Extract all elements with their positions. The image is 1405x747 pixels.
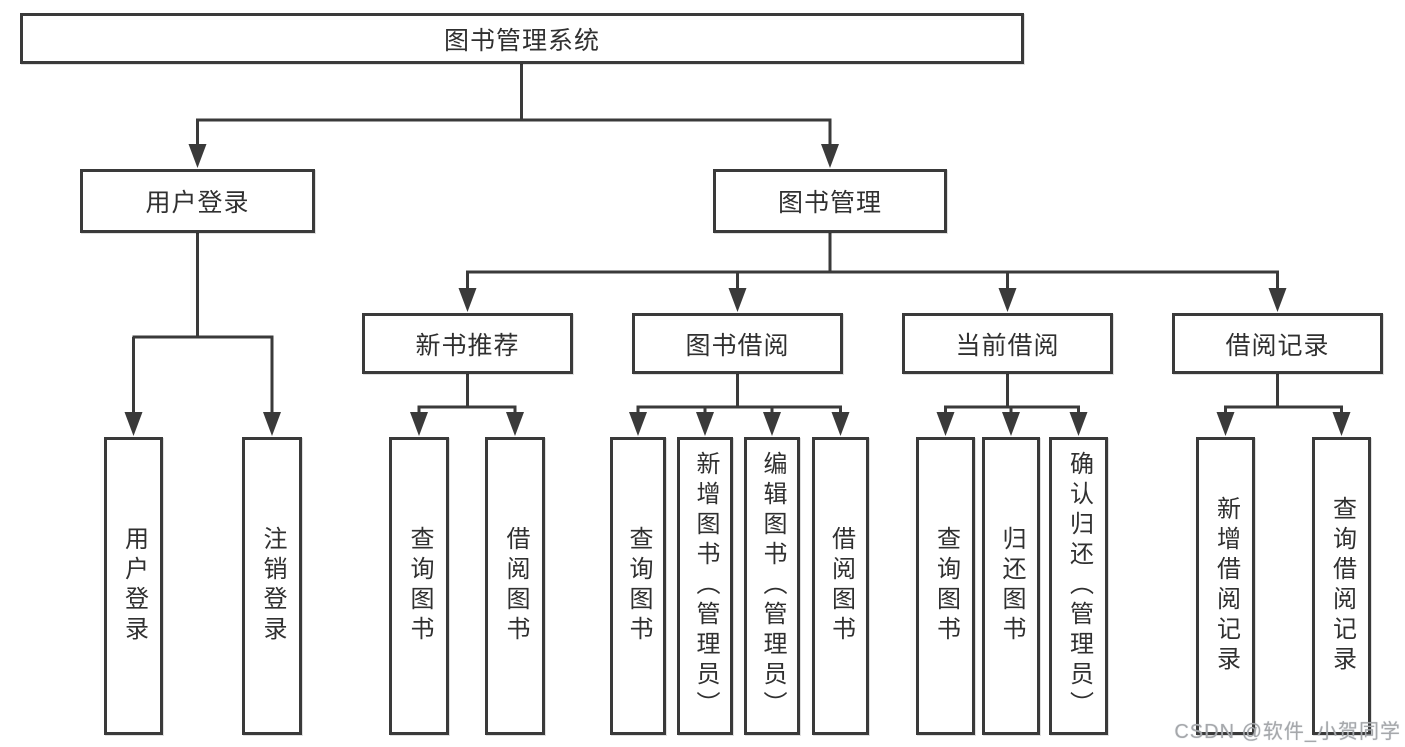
- leaf-edit-book-admin-label: 编辑图书（管理员）: [759, 451, 786, 721]
- leaf-query-books-recommend: 查询图书: [389, 437, 449, 735]
- leaf-user-login: 用户登录: [104, 437, 163, 735]
- leaf-borrow-books-label: 借阅图书: [827, 526, 855, 646]
- leaf-user-login-label: 用户登录: [120, 526, 148, 646]
- node-new-book-recommend: 新书推荐: [362, 313, 573, 374]
- leaf-query-books-borrow-label: 查询图书: [625, 526, 652, 646]
- leaf-logout: 注销登录: [242, 437, 302, 735]
- leaf-logout-label: 注销登录: [259, 526, 286, 646]
- node-root: 图书管理系统: [20, 13, 1024, 64]
- leaf-confirm-return-admin: 确认归还（管理员）: [1049, 437, 1108, 735]
- leaf-return-book: 归还图书: [982, 437, 1040, 735]
- leaf-borrow-books-recommend: 借阅图书: [485, 437, 545, 735]
- leaf-query-borrow-record: 查询借阅记录: [1312, 437, 1371, 735]
- leaf-query-books-current-label: 查询图书: [932, 526, 960, 646]
- node-borrow-records-label: 借阅记录: [1225, 331, 1330, 360]
- leaf-query-books-current: 查询图书: [916, 437, 975, 735]
- leaf-query-books-recommend-label: 查询图书: [406, 526, 433, 646]
- leaf-add-borrow-record-label: 新增借阅记录: [1212, 496, 1240, 676]
- leaf-return-book-label: 归还图书: [998, 526, 1025, 646]
- leaf-borrow-books-recommend-label: 借阅图书: [502, 526, 529, 646]
- node-new-book-recommend-label: 新书推荐: [415, 331, 520, 360]
- node-root-label: 图书管理系统: [443, 26, 600, 55]
- leaf-query-borrow-record-label: 查询借阅记录: [1328, 496, 1356, 676]
- leaf-add-borrow-record: 新增借阅记录: [1196, 437, 1255, 735]
- node-user-login-label: 用户登录: [145, 189, 250, 217]
- leaf-confirm-return-admin-label: 确认归还（管理员）: [1065, 451, 1093, 721]
- node-current-borrow: 当前借阅: [902, 313, 1113, 374]
- csdn-watermark: CSDN @软件_小贺同学: [1174, 721, 1401, 743]
- node-book-management: 图书管理: [713, 169, 947, 233]
- arrowhead-icons: [124, 144, 1351, 436]
- node-book-borrow: 图书借阅: [632, 313, 843, 374]
- node-user-login: 用户登录: [80, 169, 315, 233]
- leaf-add-book-admin: 新增图书（管理员）: [677, 437, 733, 735]
- node-current-borrow-label: 当前借阅: [955, 331, 1060, 360]
- node-borrow-records: 借阅记录: [1172, 313, 1383, 374]
- leaf-edit-book-admin: 编辑图书（管理员）: [744, 437, 800, 735]
- leaf-add-book-admin-label: 新增图书（管理员）: [692, 451, 719, 721]
- leaf-query-books-borrow: 查询图书: [610, 437, 666, 735]
- node-book-management-label: 图书管理: [777, 189, 882, 217]
- leaf-borrow-books: 借阅图书: [812, 437, 869, 735]
- node-book-borrow-label: 图书借阅: [685, 331, 790, 360]
